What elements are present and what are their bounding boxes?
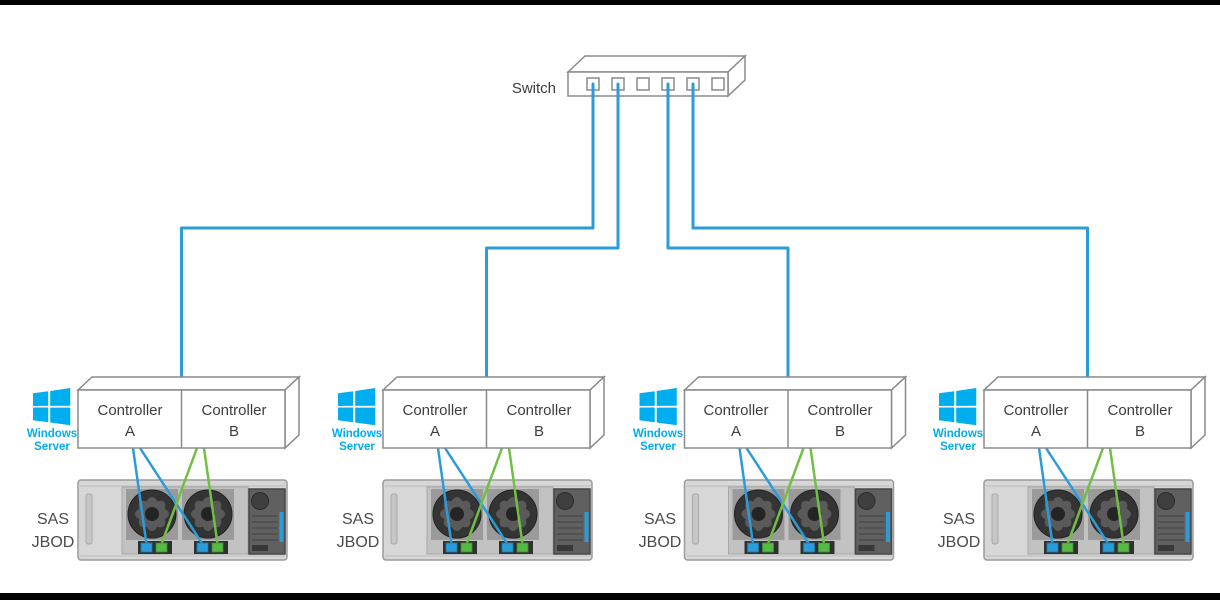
windows-label-line: Server: [34, 441, 70, 453]
controller-b-label: Controller B: [1088, 400, 1192, 442]
sas-jbod-label: SAS JBOD: [325, 508, 391, 554]
uplink-cable-2: [485, 82, 620, 386]
controller-a-label: Controller A: [78, 400, 182, 442]
controller-label-line: Controller: [807, 402, 873, 419]
controller-a-label: Controller A: [684, 400, 788, 442]
controller-b-label: Controller B: [788, 400, 892, 442]
windows-server-label: Windows Server: [20, 428, 84, 454]
sas-jbod-label: SAS JBOD: [926, 508, 992, 554]
uplink-cable-4: [691, 82, 1089, 386]
sas-label-line: JBOD: [937, 534, 981, 551]
controller-label-line: A: [429, 423, 440, 440]
windows-label-line: Windows: [26, 428, 78, 440]
controller-label-line: Controller: [97, 402, 163, 419]
controller-label-line: B: [1134, 423, 1145, 440]
controller-label-line: B: [228, 423, 239, 440]
controller-label-line: Controller: [703, 402, 769, 419]
letterbox-bottom: [0, 593, 1220, 600]
switch-label: Switch: [511, 80, 556, 97]
controller-label-line: A: [124, 423, 135, 440]
controller-label-line: B: [533, 423, 544, 440]
sas-label-line: SAS: [36, 511, 69, 528]
sas-jbod-label: SAS JBOD: [20, 508, 86, 554]
windows-label-line: Windows: [331, 428, 383, 440]
windows-label-line: Windows: [932, 428, 984, 440]
sas-label-line: JBOD: [638, 534, 682, 551]
controller-label-line: A: [730, 423, 741, 440]
controller-label-line: Controller: [1003, 402, 1069, 419]
windows-server-label: Windows Server: [626, 428, 690, 454]
sas-jbod-label: SAS JBOD: [627, 508, 693, 554]
controller-label-line: Controller: [1107, 402, 1173, 419]
sas-label-line: JBOD: [31, 534, 75, 551]
windows-label-line: Server: [640, 441, 676, 453]
sas-label-line: SAS: [341, 511, 374, 528]
letterbox-top: [0, 0, 1220, 5]
uplink-cable-1: [180, 82, 595, 386]
controller-a-label: Controller A: [383, 400, 487, 442]
controller-label-line: B: [834, 423, 845, 440]
sas-label-line: JBOD: [336, 534, 380, 551]
sas-label-line: SAS: [942, 511, 975, 528]
controller-label-line: Controller: [402, 402, 468, 419]
windows-label-line: Server: [339, 441, 375, 453]
controller-label-line: A: [1030, 423, 1041, 440]
sas-label-line: SAS: [643, 511, 676, 528]
controller-a-label: Controller A: [984, 400, 1088, 442]
controller-b-label: Controller B: [182, 400, 286, 442]
windows-server-label: Windows Server: [926, 428, 990, 454]
controller-b-label: Controller B: [487, 400, 591, 442]
switch-icon: [566, 54, 747, 98]
uplink-cable-3: [666, 82, 790, 386]
windows-label-line: Windows: [632, 428, 684, 440]
controller-label-line: Controller: [201, 402, 267, 419]
windows-label-line: Server: [940, 441, 976, 453]
windows-server-label: Windows Server: [325, 428, 389, 454]
controller-label-line: Controller: [506, 402, 572, 419]
